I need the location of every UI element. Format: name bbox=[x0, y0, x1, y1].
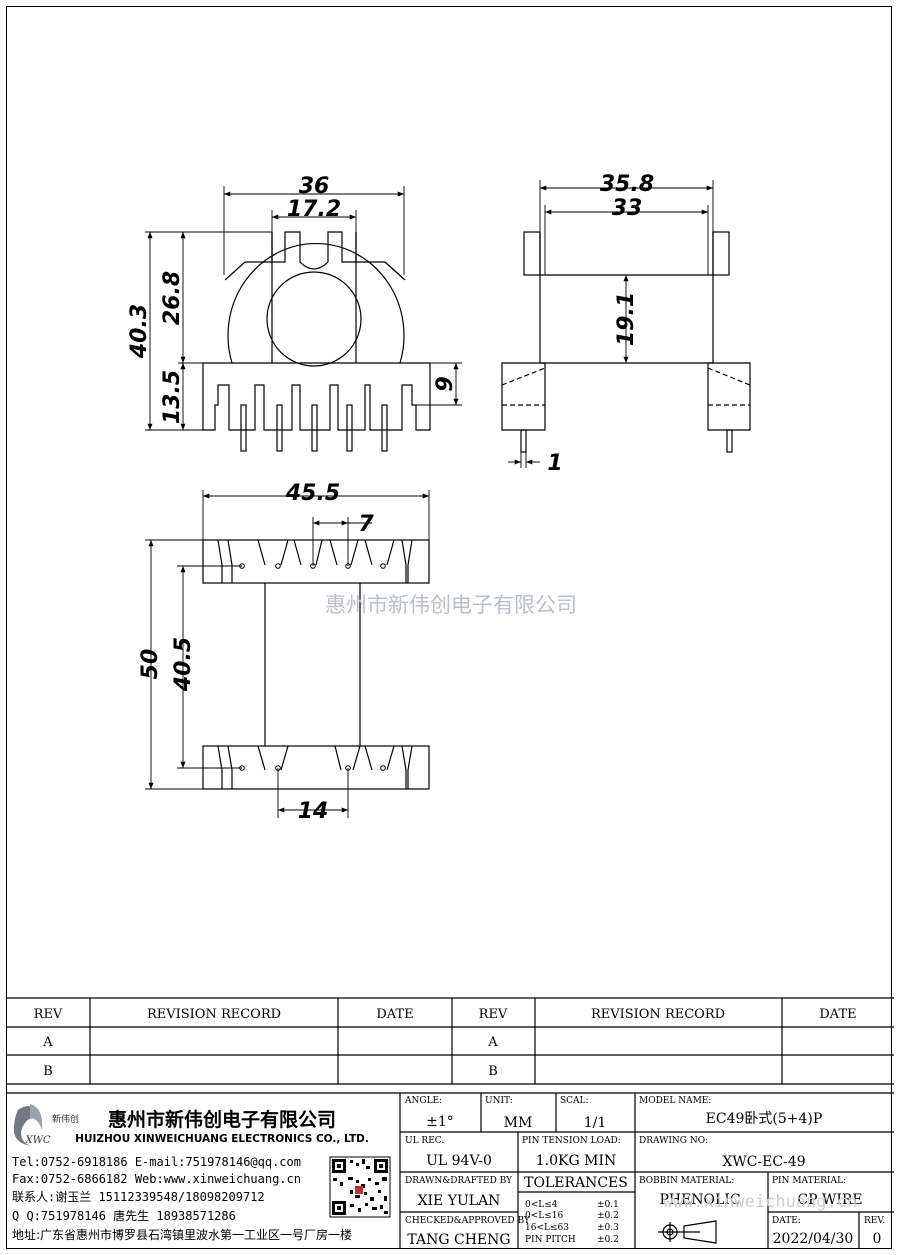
company-address: 地址:广东省惠州市博罗县石湾镇里波水第一工业区一号厂房一楼 bbox=[12, 1227, 352, 1242]
dim-side-width-inner: 33 bbox=[612, 196, 643, 221]
model-name-value: EC49卧式(5+4)P bbox=[706, 1111, 823, 1127]
pin-tension-label: PIN TENSION LOAD: bbox=[522, 1136, 621, 1146]
drawing-frame bbox=[6, 6, 892, 1249]
company-name-en: HUIZHOU XINWEICHUANG ELECTRONICS CO., LT… bbox=[75, 1133, 369, 1145]
tol-value-3: ±0.3 bbox=[597, 1223, 619, 1233]
tolerances-label: TOLERANCES bbox=[524, 1175, 628, 1191]
company-contact-line1: Tel:0752-6918186 E-mail:751978146@qq.com bbox=[12, 1155, 301, 1169]
angle-value: ±1° bbox=[426, 1114, 454, 1130]
company-logo: 新伟创 XWC bbox=[13, 1104, 79, 1146]
drawing-no-value: XWC-EC-49 bbox=[722, 1154, 805, 1170]
rev-header-1: REV bbox=[34, 1007, 63, 1022]
scale-value: 1/1 bbox=[584, 1115, 607, 1131]
side-view bbox=[501, 231, 751, 453]
tol-range-1: 0<L≤4 bbox=[525, 1200, 558, 1210]
dim-front-width-slot: 17.2 bbox=[287, 197, 341, 222]
dim-front-height-total: 40.3 bbox=[127, 304, 152, 359]
company-contact-line4: Q Q:751978146 唐先生 18938571286 bbox=[12, 1208, 236, 1223]
company-contact-line2: Fax:0752-6866182 Web:www.xinweichuang.cn bbox=[12, 1172, 301, 1186]
date-header-1: DATE bbox=[376, 1007, 413, 1022]
front-dimensions bbox=[145, 186, 462, 431]
dim-front-height-base: 13.5 bbox=[160, 370, 185, 424]
rev-label: REV. bbox=[864, 1216, 885, 1226]
drawn-by-value: XIE YULAN bbox=[418, 1193, 501, 1209]
tol-value-2: ±0.2 bbox=[597, 1211, 619, 1221]
pin-material-value: CP WIRE bbox=[797, 1192, 862, 1208]
qr-code bbox=[329, 1156, 391, 1218]
tol-range-2: 0<L≤16 bbox=[525, 1211, 564, 1221]
tol-value-4: ±0.2 bbox=[597, 1235, 619, 1245]
bobbin-material-label: BOBBIN MATERIAL: bbox=[639, 1176, 734, 1186]
title-block-grid bbox=[399, 1093, 894, 1249]
dim-front-height-upper: 26.8 bbox=[160, 271, 185, 325]
dim-bottom-pin-pitch: 7 bbox=[358, 512, 374, 537]
rev-row-a-right: A bbox=[487, 1035, 498, 1050]
unit-value: MM bbox=[504, 1115, 533, 1131]
side-dimensions bbox=[508, 180, 714, 468]
watermark-url: www.xinweichuang.cn bbox=[663, 1192, 857, 1212]
front-view bbox=[202, 231, 431, 452]
dim-bottom-row-pitch: 14 bbox=[298, 799, 329, 824]
logo-abbr: XWC bbox=[24, 1135, 50, 1146]
drawn-by-label: DRAWN&DRAFTED BY bbox=[405, 1176, 513, 1186]
rev-row-b-right: B bbox=[488, 1064, 498, 1079]
date-header-2: DATE bbox=[819, 1007, 856, 1022]
date-value: 2022/04/30 bbox=[773, 1231, 854, 1247]
date-label: DATE: bbox=[772, 1216, 801, 1226]
drawing-no-label: DRAWING NO: bbox=[639, 1136, 708, 1146]
bottom-view bbox=[202, 539, 430, 790]
rev-row-b-left: B bbox=[43, 1064, 53, 1079]
dim-side-pin-dia: 1 bbox=[547, 451, 562, 476]
rev-row-a-left: A bbox=[42, 1035, 53, 1050]
dim-bottom-inner-length: 40.5 bbox=[171, 637, 196, 692]
dim-front-base-step: 9 bbox=[433, 376, 458, 391]
tol-range-4: PIN PITCH bbox=[525, 1235, 576, 1245]
model-name-label: MODEL NAME: bbox=[639, 1096, 711, 1106]
revision-table bbox=[6, 997, 894, 1094]
rev-value: 0 bbox=[873, 1231, 882, 1247]
watermark-company: 惠州市新伟创电子有限公司 bbox=[325, 593, 577, 617]
bottom-dimensions bbox=[145, 490, 430, 818]
tol-range-3: 16<L≤63 bbox=[525, 1223, 569, 1233]
bottom-pins bbox=[239, 563, 386, 771]
dim-side-height: 19.1 bbox=[614, 292, 639, 346]
company-contact-line3: 联系人:谢玉兰 15112339548/18098209712 bbox=[12, 1189, 265, 1204]
checked-by-value: TANG CHENG bbox=[407, 1232, 510, 1248]
logo-text: 新伟创 bbox=[52, 1113, 79, 1125]
dim-side-width-outer: 35.8 bbox=[600, 172, 654, 197]
projection-symbol-icon bbox=[658, 1220, 717, 1244]
checked-by-label: CHECKED&APPROVED BY bbox=[405, 1216, 531, 1226]
scale-label: SCAL: bbox=[560, 1096, 589, 1106]
company-name-cn: 惠州市新伟创电子有限公司 bbox=[108, 1108, 336, 1131]
rev-header-2: REV bbox=[479, 1007, 508, 1022]
ul-rec-label: UL REC. bbox=[405, 1136, 444, 1146]
revision-record-header-2: REVISION RECORD bbox=[591, 1007, 725, 1022]
pin-material-label: PIN MATERIAL: bbox=[772, 1176, 846, 1186]
dim-bottom-width: 45.5 bbox=[285, 481, 340, 506]
pin-tension-value: 1.0KG MIN bbox=[536, 1153, 616, 1169]
dim-bottom-length: 50 bbox=[138, 649, 163, 680]
ul-rec-value: UL 94V-0 bbox=[426, 1153, 492, 1169]
tol-value-1: ±0.1 bbox=[597, 1200, 619, 1210]
angle-label: ANGLE: bbox=[404, 1096, 442, 1106]
revision-record-header-1: REVISION RECORD bbox=[147, 1007, 281, 1022]
dim-front-width-outer: 36 bbox=[299, 174, 330, 199]
bobbin-material-value: PHENOLIC bbox=[659, 1192, 740, 1208]
unit-label: UNIT: bbox=[485, 1096, 513, 1106]
